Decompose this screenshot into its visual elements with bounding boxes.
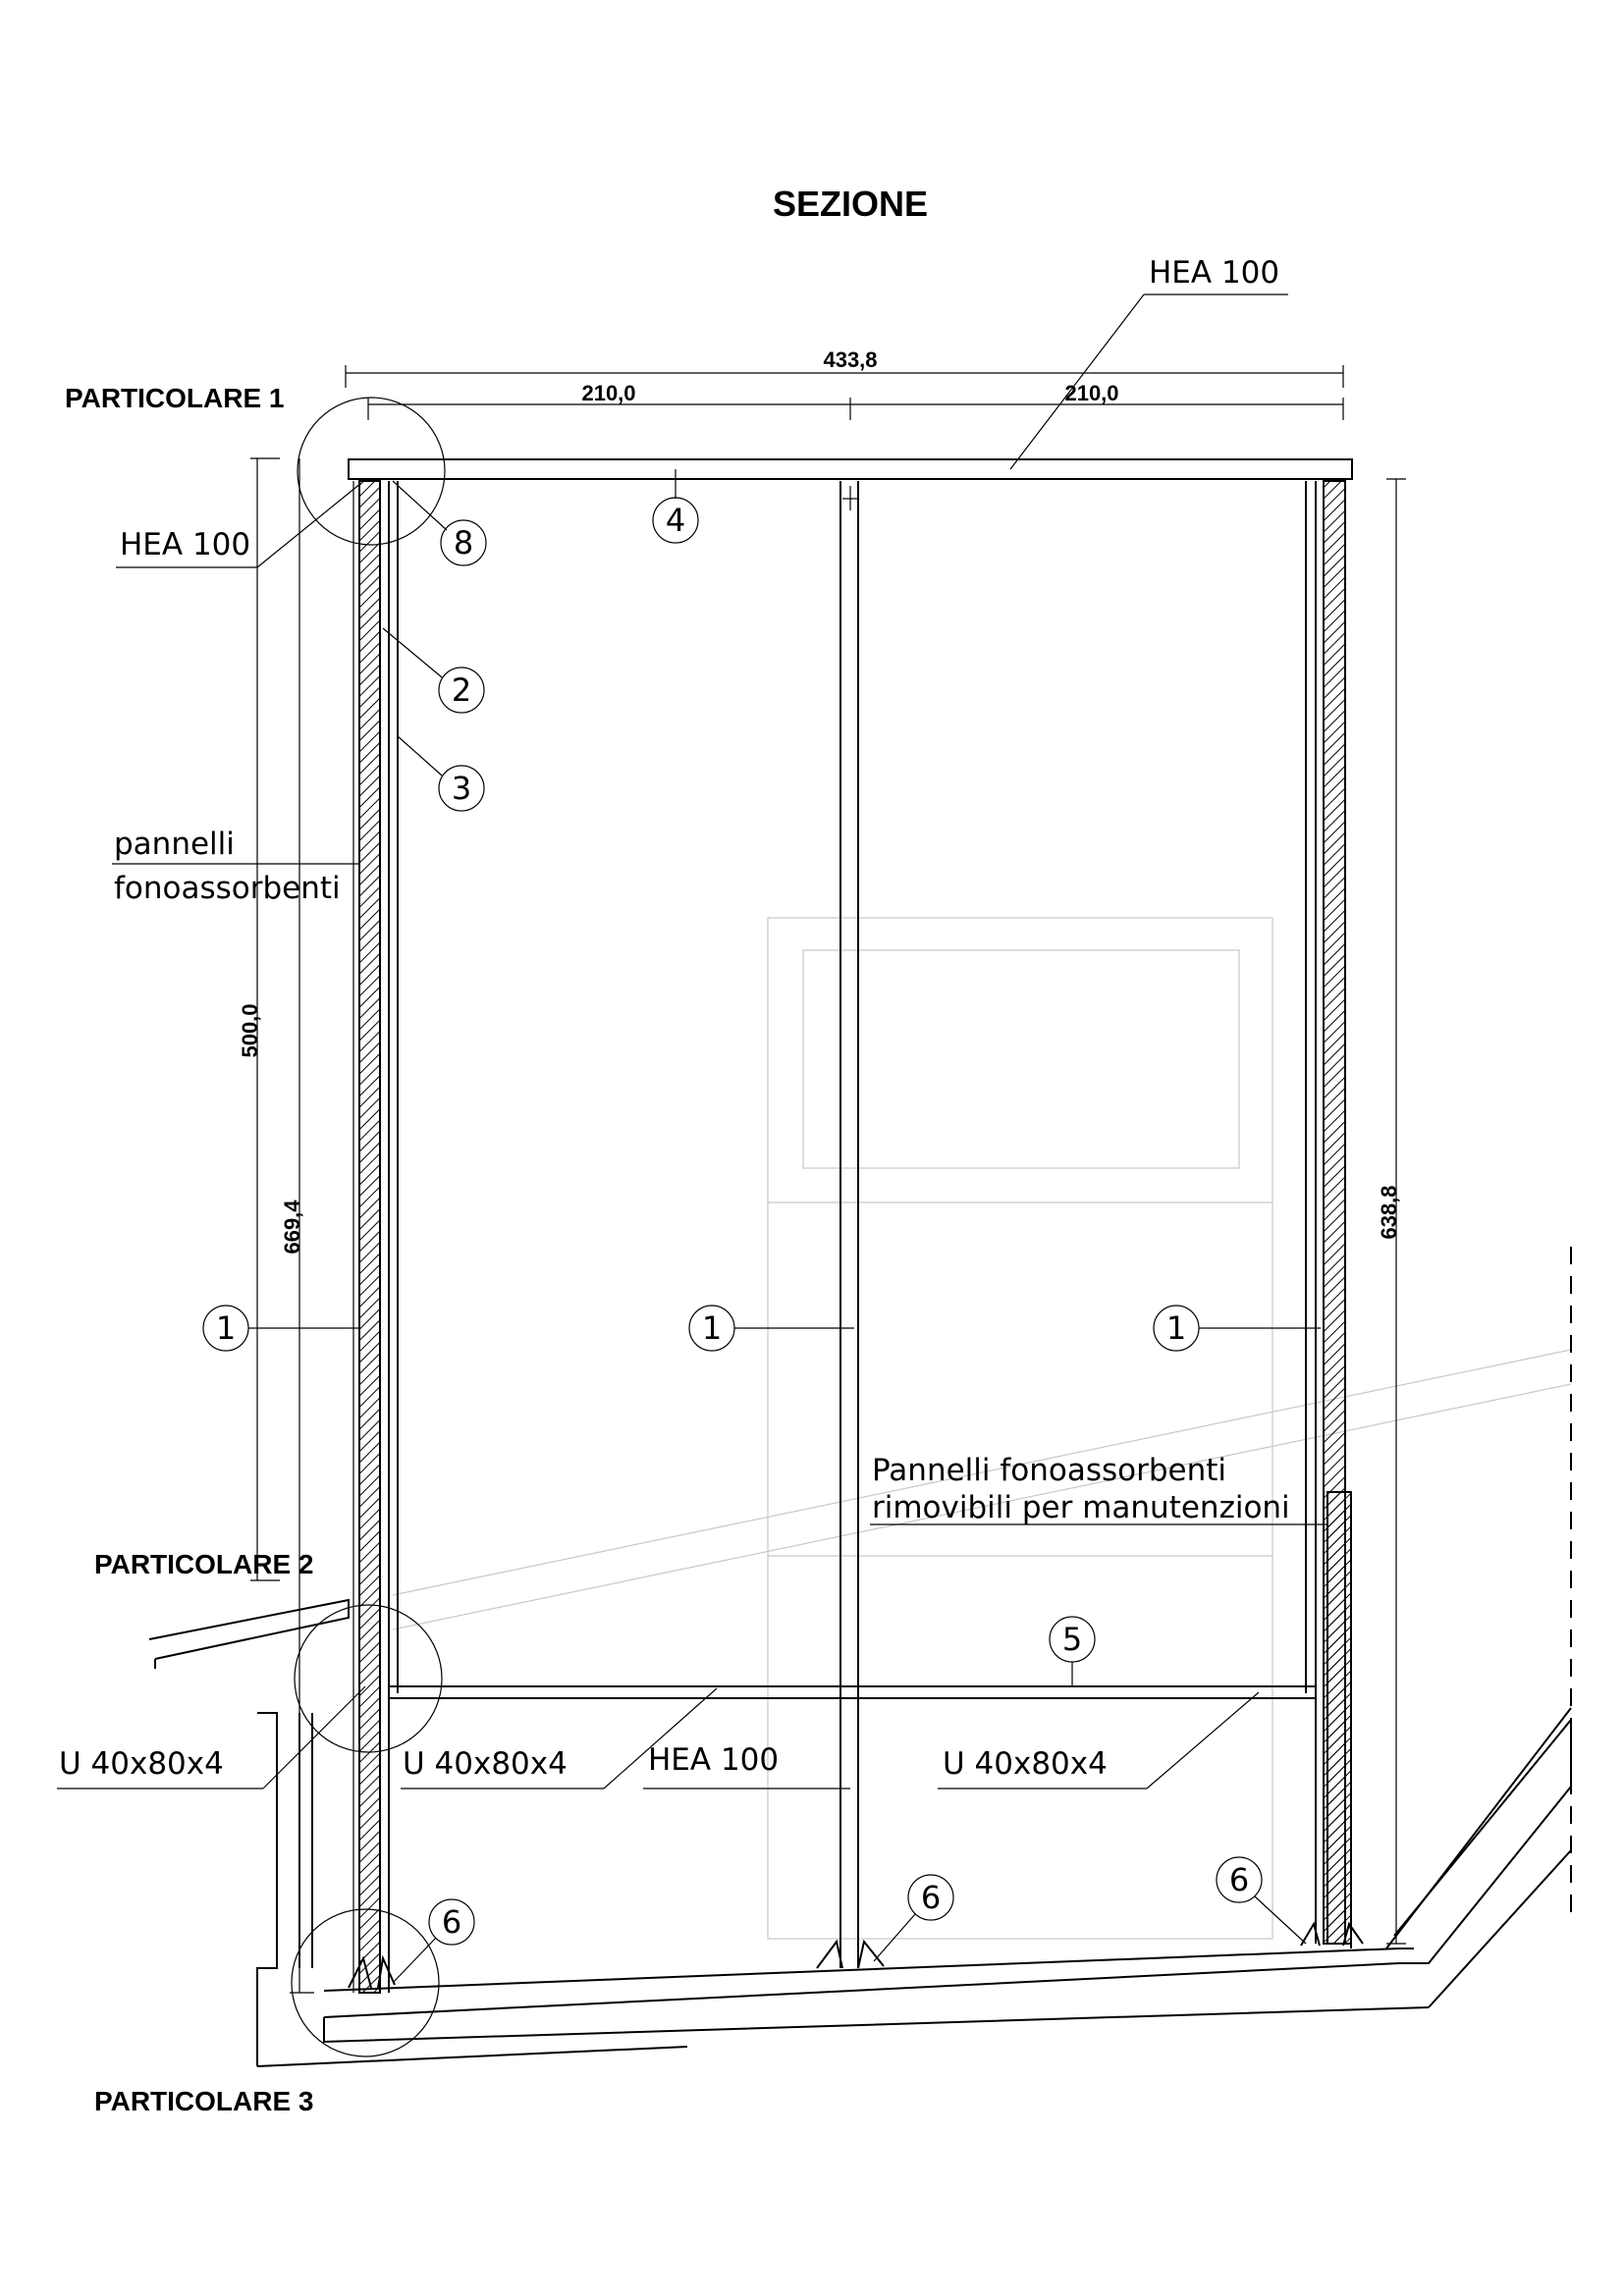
svg-text:1: 1: [1166, 1309, 1186, 1347]
removable-line2: rimovibili per manutenzioni: [872, 1490, 1290, 1525]
marker-3: 3: [397, 735, 485, 812]
top-dimension-chain: 433,8 210,0 210,0: [345, 347, 1344, 420]
u-profile-left-callout: U 40x80x4: [57, 1685, 366, 1789]
dim-right-height: 638,8: [1377, 1185, 1401, 1239]
u-profile-right-callout: U 40x80x4: [938, 1691, 1260, 1789]
svg-text:8: 8: [454, 524, 473, 561]
detail-3: PARTICOLARE 3: [94, 1908, 440, 2116]
sound-panels-label: pannelli fonoassorbenti: [112, 827, 359, 906]
svg-text:1: 1: [702, 1309, 722, 1347]
svg-text:2: 2: [452, 671, 471, 709]
foundation: [256, 1247, 1572, 2067]
left-roof-structure: [148, 1598, 350, 1968]
particolare-2-label: PARTICOLARE 2: [94, 1549, 314, 1579]
dim-overall-height: 669,4: [280, 1200, 304, 1255]
marker-6-center: 6: [873, 1874, 954, 1962]
hea-top-left-label: HEA 100: [120, 527, 250, 562]
dim-left-height: 500,0: [238, 1003, 262, 1057]
marker-5: 5: [1049, 1616, 1096, 1686]
svg-text:4: 4: [666, 502, 685, 539]
pannelli-line1: pannelli: [114, 827, 235, 862]
marker-1-left: 1: [202, 1305, 359, 1352]
marker-4: 4: [652, 469, 699, 544]
marker-2: 2: [382, 627, 485, 714]
detail-1: PARTICOLARE 1 HEA 100: [65, 383, 446, 568]
u-profile-center-left-callout: U 40x80x4: [401, 1687, 718, 1789]
u-center-left-label: U 40x80x4: [403, 1746, 568, 1782]
right-wall: [1305, 480, 1352, 1949]
svg-text:1: 1: [216, 1309, 236, 1347]
dim-total-width: 433,8: [823, 347, 877, 372]
u-right-label: U 40x80x4: [943, 1746, 1108, 1782]
removable-line1: Pannelli fonoassorbenti: [872, 1453, 1226, 1488]
svg-text:5: 5: [1062, 1621, 1082, 1658]
svg-text:3: 3: [452, 770, 471, 807]
particolare-1-label: PARTICOLARE 1: [65, 383, 285, 413]
marker-1-right: 1: [1153, 1305, 1321, 1352]
detail-2: PARTICOLARE 2: [94, 1549, 443, 1753]
u-left-label: U 40x80x4: [59, 1746, 224, 1782]
pannelli-line2: fonoassorbenti: [114, 871, 341, 906]
hea-bottom-label: HEA 100: [648, 1742, 779, 1778]
marker-1-center: 1: [688, 1305, 854, 1352]
dim-right-span: 210,0: [1064, 381, 1118, 405]
right-height-dimension: 638,8: [1377, 478, 1406, 1945]
hea-top-right-label: HEA 100: [1149, 255, 1279, 291]
center-column: [839, 481, 859, 1968]
top-beam: HEA 100: [348, 255, 1353, 480]
page-title: SEZIONE: [773, 184, 928, 224]
svg-text:6: 6: [1229, 1861, 1249, 1898]
marker-6-right: 6: [1216, 1856, 1307, 1945]
marker-6-left: 6: [392, 1898, 475, 1984]
svg-text:6: 6: [921, 1879, 941, 1916]
background-reference-lines: [392, 917, 1572, 1940]
removable-panels-label: Pannelli fonoassorbenti rimovibili per m…: [870, 1453, 1327, 1525]
dim-left-span: 210,0: [581, 381, 635, 405]
hea-bottom-callout: HEA 100: [643, 1742, 850, 1789]
lower-beam: [389, 1685, 1316, 1699]
left-height-dimensions: 500,0 669,4: [238, 457, 314, 1994]
particolare-3-label: PARTICOLARE 3: [94, 2086, 314, 2116]
svg-text:6: 6: [442, 1903, 461, 1941]
marker-8: 8: [392, 480, 487, 566]
left-wall: [352, 480, 399, 1994]
